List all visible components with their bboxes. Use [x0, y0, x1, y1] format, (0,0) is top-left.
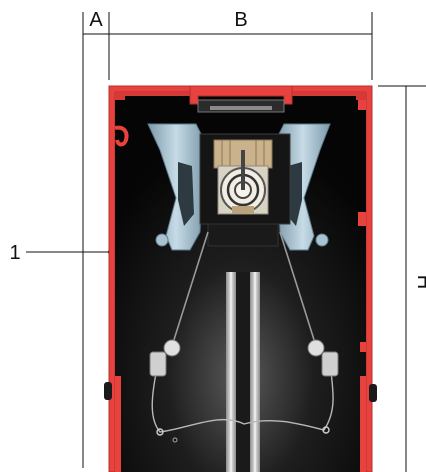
frame-left-lower-rail	[115, 376, 121, 472]
roller-drum-shaft	[241, 150, 245, 190]
roller-cap-ribs	[221, 140, 265, 168]
frame-top-channel	[189, 85, 293, 105]
pulley-left-weight	[149, 351, 167, 377]
left-bracket	[147, 123, 205, 251]
dimension-lines	[26, 12, 426, 472]
right-bracket-foot	[315, 233, 329, 247]
cable-hook-right	[322, 426, 330, 434]
frame-right-notch-top	[358, 100, 366, 110]
frame-left-hook	[114, 125, 129, 147]
frame-right-notch-mid	[358, 212, 366, 226]
frame-right-notch-low	[360, 342, 366, 352]
dimension-label-h: H	[413, 275, 426, 289]
cable-bottom-loop	[151, 363, 334, 433]
motor-base	[207, 223, 279, 247]
cable-hook-left	[156, 428, 164, 436]
left-bottom-clip	[104, 382, 112, 400]
frame-right-lower-rail	[360, 376, 366, 472]
lift-cables	[151, 231, 334, 433]
dimension-label-a: A	[89, 9, 103, 31]
pulley-right-weight	[321, 351, 339, 377]
dimension-label-b: B	[234, 9, 247, 31]
cable-clip	[172, 437, 178, 443]
cable-left	[171, 231, 209, 347]
guide-rail-gap	[236, 272, 250, 472]
right-bottom-clip	[369, 384, 377, 402]
roller-drum-base	[232, 206, 254, 214]
motor-drum-icon	[199, 133, 291, 225]
pulley-right	[307, 339, 325, 357]
pulley-left	[163, 339, 181, 357]
pulley-icon	[149, 339, 339, 377]
left-bracket-foot	[155, 233, 169, 247]
cable-right	[279, 231, 317, 347]
centre-guide-rail	[226, 272, 260, 472]
left-bracket-inner	[178, 162, 194, 226]
callout-label-1: 1	[9, 242, 20, 264]
top-mount-strip	[210, 106, 272, 110]
